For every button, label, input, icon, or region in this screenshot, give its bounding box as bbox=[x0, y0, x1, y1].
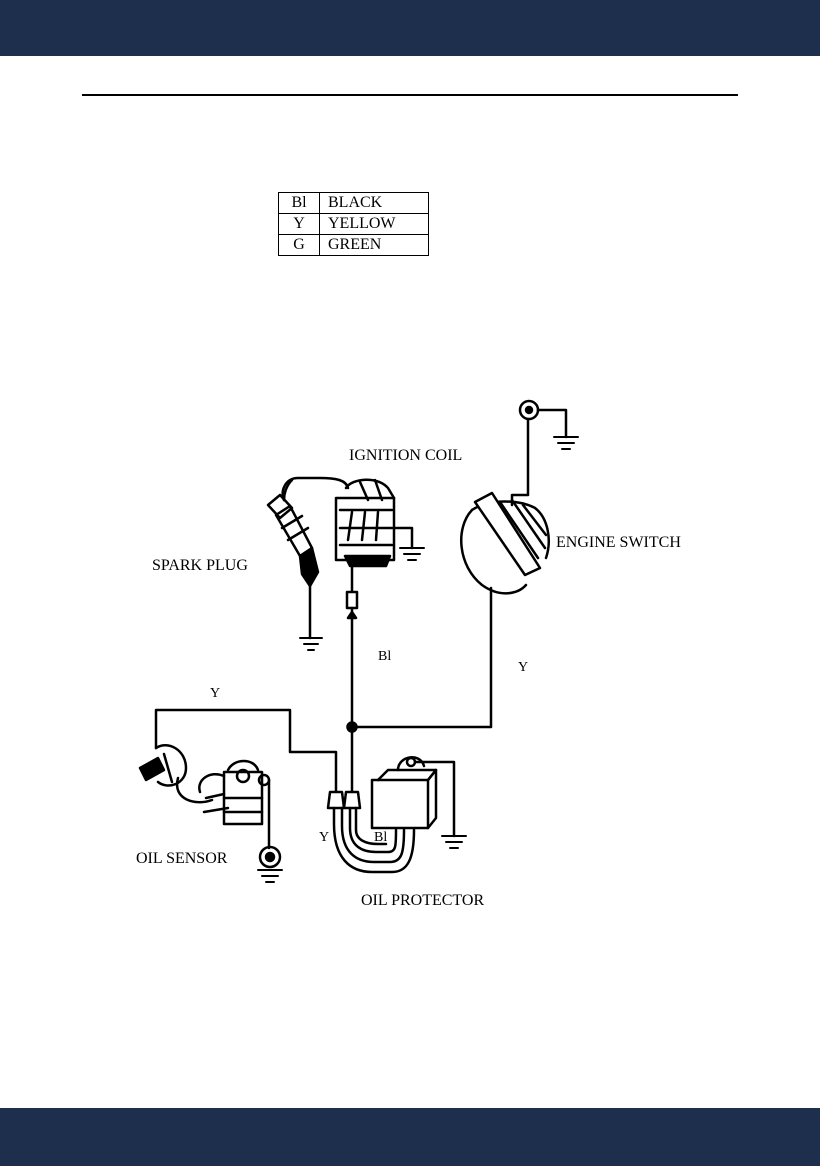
label-oil-sensor: OIL SENSOR bbox=[136, 850, 228, 867]
ground-symbol-protector bbox=[442, 836, 466, 848]
oil-protector bbox=[372, 757, 454, 836]
wire-label-protector-left: Y bbox=[319, 830, 329, 845]
junction-dot bbox=[348, 723, 357, 732]
plug-lead bbox=[283, 478, 348, 500]
wire-label-sensor: Y bbox=[210, 686, 220, 701]
label-engine-switch: ENGINE SWITCH bbox=[556, 534, 681, 551]
wire-label-switch: Y bbox=[518, 660, 528, 675]
ground-symbol-coil bbox=[400, 548, 424, 560]
switch-wire-y bbox=[352, 588, 491, 727]
label-ignition-coil: IGNITION COIL bbox=[349, 447, 462, 464]
ground-symbol-plug bbox=[300, 638, 322, 650]
ignition-coil bbox=[336, 480, 412, 566]
label-oil-protector: OIL PROTECTOR bbox=[361, 892, 484, 909]
ground-symbol-sensor bbox=[258, 870, 282, 882]
wire-label-coil: Bl bbox=[378, 649, 391, 664]
switch-ground-wire bbox=[512, 419, 528, 505]
ground-symbol-top bbox=[554, 437, 578, 449]
oil-sensor bbox=[140, 745, 269, 848]
sensor-ground-terminal bbox=[260, 847, 280, 867]
footer-band bbox=[0, 1108, 820, 1166]
wire-label-protector-right: Bl bbox=[374, 830, 387, 845]
label-spark-plug: SPARK PLUG bbox=[152, 557, 248, 574]
spark-plug bbox=[268, 495, 318, 638]
engine-switch bbox=[461, 493, 548, 593]
